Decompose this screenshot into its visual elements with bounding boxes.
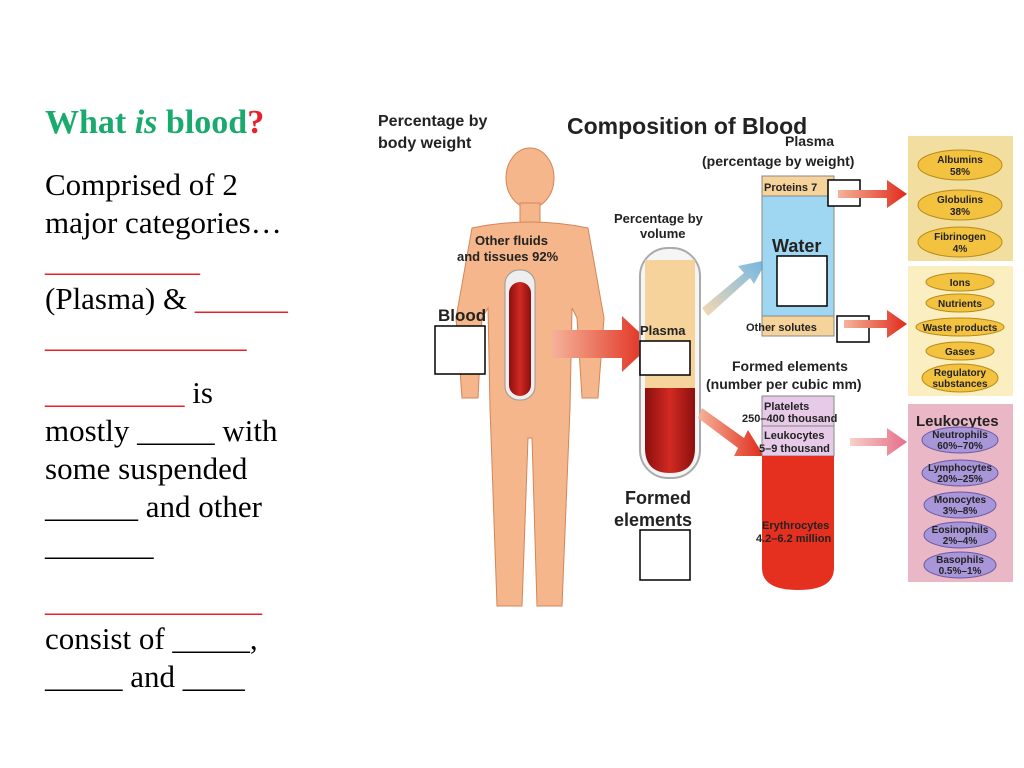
regulatory-substances-pill: Regulatory substances <box>921 363 999 393</box>
body-line: consist of _____, <box>45 621 258 656</box>
lymphocytes-pill: Lymphocytes 20%–25% <box>921 459 999 487</box>
leukocytes-count-label-2: 5–9 thousand <box>759 443 830 455</box>
svg-text:Fibrinogen: Fibrinogen <box>934 232 986 243</box>
other-solutes-label: Other solutes <box>746 322 817 334</box>
svg-text:0.5%–1%: 0.5%–1% <box>939 566 982 577</box>
formed-header-1: Formed elements <box>732 358 848 374</box>
formed-header-2: (number per cubic mm) <box>706 376 862 392</box>
blood-label: Blood <box>438 306 486 325</box>
albumins-pill: Albumins 58% <box>917 149 1003 181</box>
slide-title: What is blood? <box>45 104 265 141</box>
body-line: (Plasma) & ______ <box>45 281 288 316</box>
svg-text:Globulins: Globulins <box>937 195 984 206</box>
body-line: major categories… <box>45 205 282 240</box>
blood-composition-diagram: Composition of Blood Percentage by body … <box>378 113 1013 607</box>
svg-text:Neutrophils: Neutrophils <box>932 430 988 441</box>
body-line: some suspended <box>45 451 248 486</box>
pct-body-weight-label-2: body weight <box>378 135 472 152</box>
svg-text:Ions: Ions <box>950 278 971 289</box>
svg-text:Monocytes: Monocytes <box>934 495 987 506</box>
pct-volume-label-2: volume <box>640 226 686 241</box>
plasma-header-2: (percentage by weight) <box>702 153 854 169</box>
svg-text:Eosinophils: Eosinophils <box>932 525 989 536</box>
svg-text:Regulatory: Regulatory <box>934 368 987 379</box>
arrow-to-solutes <box>844 310 907 338</box>
arrow-to-tube <box>552 316 652 372</box>
leukocytes-count-label-1: Leukocytes <box>764 430 825 442</box>
pct-volume-label-1: Percentage by <box>614 211 704 226</box>
arrow-to-formed <box>698 408 764 456</box>
arrow-to-plasma <box>702 260 767 316</box>
blank-box-plasma <box>639 340 691 376</box>
svg-text:Albumins: Albumins <box>937 155 983 166</box>
slide-body: Comprised of 2 major categories… _______… <box>45 166 375 696</box>
human-body-figure <box>455 147 605 607</box>
blank-box-solutes <box>836 315 870 343</box>
eosinophils-pill: Eosinophils 2%–4% <box>923 521 997 549</box>
neutrophils-pill: Neutrophils 60%–70% <box>921 426 999 454</box>
platelets-label-1: Platelets <box>764 401 809 413</box>
arrow-to-leukocytes <box>850 428 907 456</box>
formed-elements-column <box>761 395 835 590</box>
svg-text:38%: 38% <box>950 207 970 218</box>
body-blood-tube <box>504 269 536 401</box>
body-line: mostly _____ with <box>45 413 278 448</box>
pct-body-weight-label-1: Percentage by <box>378 113 487 130</box>
svg-text:3%–8%: 3%–8% <box>943 506 978 517</box>
svg-text:Nutrients: Nutrients <box>938 299 982 310</box>
body-line: _____________ <box>45 319 247 354</box>
svg-text:4%: 4% <box>953 244 968 255</box>
globulins-pill: Globulins 38% <box>917 189 1003 221</box>
other-fluids-label-1: Other fluids <box>475 233 548 248</box>
figure-title: Composition of Blood <box>567 113 807 139</box>
leukocytes-title: Leukocytes <box>916 413 999 430</box>
plasma-tube-label: Plasma <box>640 323 686 338</box>
blank-box-water <box>776 255 828 307</box>
svg-text:Waste products: Waste products <box>923 323 998 334</box>
svg-text:Basophils: Basophils <box>936 555 984 566</box>
erythrocytes-label-1: Erythrocytes <box>762 520 829 532</box>
water-label: Water <box>772 236 821 256</box>
body-line: _________ is <box>45 375 213 410</box>
svg-text:60%–70%: 60%–70% <box>937 441 983 452</box>
body-line: _____ and ____ <box>45 659 245 694</box>
formed-elements-label-2: elements <box>614 510 692 530</box>
basophils-pill: Basophils 0.5%–1% <box>923 551 997 579</box>
blank-box-blood <box>434 325 486 375</box>
other-fluids-label-2: and tissues 92% <box>457 249 559 264</box>
waste-products-pill: Waste products <box>915 317 1005 337</box>
svg-text:Gases: Gases <box>945 347 975 358</box>
formed-elements-label-1: Formed <box>625 488 691 508</box>
svg-text:58%: 58% <box>950 167 970 178</box>
body-line: Comprised of 2 <box>45 167 238 202</box>
nutrients-pill: Nutrients <box>925 293 995 313</box>
body-line: _______ <box>45 527 154 562</box>
svg-text:20%–25%: 20%–25% <box>937 474 983 485</box>
ions-pill: Ions <box>925 272 995 292</box>
platelets-label-2: 250–400 thousand <box>742 413 837 425</box>
proteins-label: Proteins 7 <box>764 182 817 194</box>
blank-box-formed <box>639 529 691 581</box>
gases-pill: Gases <box>925 341 995 361</box>
body-line: __________ <box>45 243 200 278</box>
blood-composition-figure: Composition of Blood Percentage by body … <box>372 108 1017 633</box>
plasma-header-1: Plasma <box>785 133 834 149</box>
svg-text:Lymphocytes: Lymphocytes <box>928 463 993 474</box>
body-line: ______ and other <box>45 489 262 524</box>
fibrinogen-pill: Fibrinogen 4% <box>917 226 1003 258</box>
svg-text:substances: substances <box>932 379 987 390</box>
svg-text:2%–4%: 2%–4% <box>943 536 978 547</box>
erythrocytes-label-2: 4.2–6.2 million <box>756 533 831 545</box>
arrow-to-proteins <box>838 180 907 208</box>
monocytes-pill: Monocytes 3%–8% <box>923 491 997 519</box>
body-line: ______________ <box>45 583 262 618</box>
